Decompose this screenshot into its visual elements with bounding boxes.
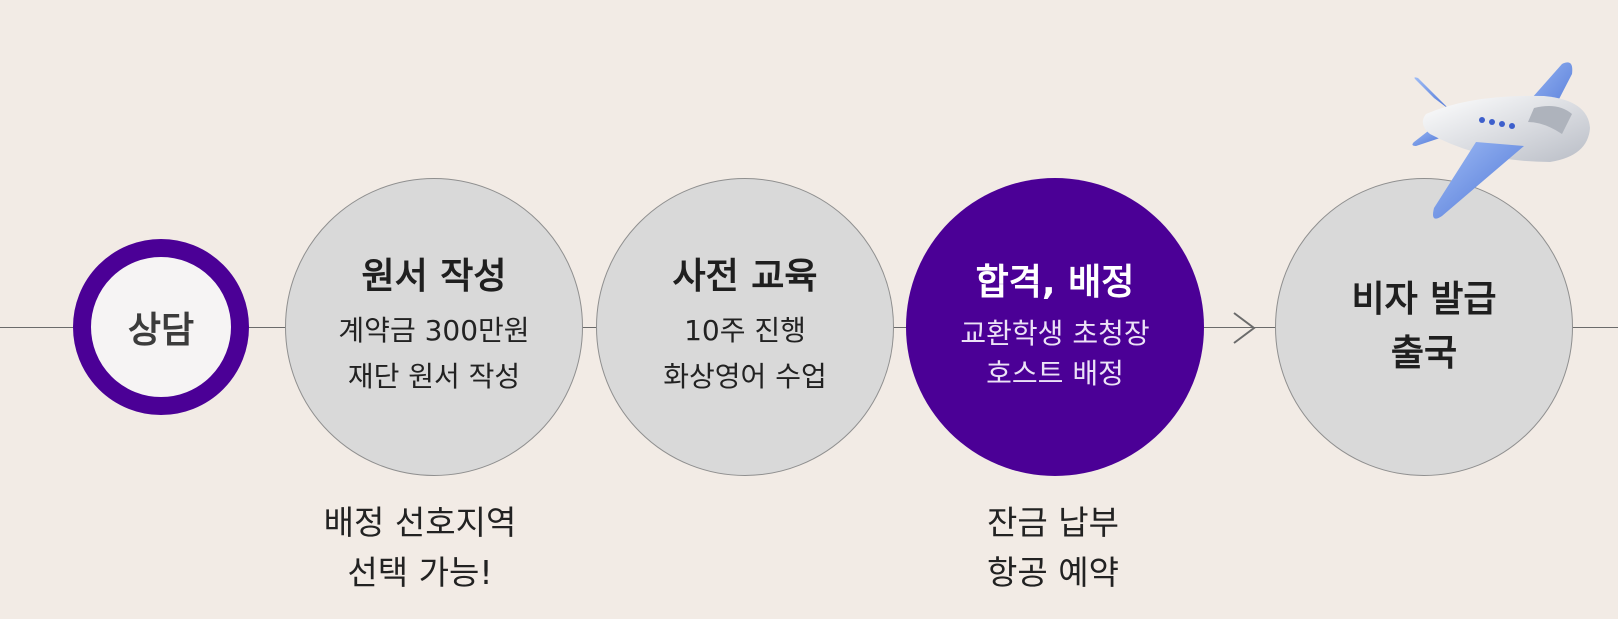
step-title-line: 비자 발급 (1351, 279, 1497, 320)
step-title: 원서 작성 (361, 256, 507, 297)
chevron-right-icon (1233, 312, 1256, 344)
note-line: 선택 가능! (347, 553, 493, 592)
step-title: 합격, 배정 (975, 262, 1135, 303)
note-preferred-region: 배정 선호지역 선택 가능! (270, 498, 570, 598)
note-line: 항공 예약 (987, 553, 1119, 592)
step-visa-departure: 비자 발급 출국 (1275, 178, 1573, 476)
step-desc-line: 10주 진행 (684, 314, 806, 347)
airplane-icon (1412, 62, 1590, 219)
step-pre-education: 사전 교육 10주 진행 화상영어 수업 (596, 178, 894, 476)
step-consultation: 상담 (73, 239, 249, 415)
step-desc-line: 호스트 배정 (986, 357, 1124, 390)
step-desc-line: 재단 원서 작성 (347, 360, 521, 393)
note-payment-flight: 잔금 납부 항공 예약 (903, 498, 1203, 598)
step-desc-line: 교환학생 초청장 (960, 317, 1150, 350)
step-title: 사전 교육 (672, 256, 818, 297)
step-title: 상담 (127, 310, 195, 351)
step-desc-line: 계약금 300만원 (338, 314, 530, 347)
step-desc-line: 화상영어 수업 (663, 360, 827, 393)
step-title-line: 출국 (1390, 333, 1458, 374)
note-line: 배정 선호지역 (323, 503, 517, 542)
note-line: 잔금 납부 (987, 503, 1119, 542)
step-application: 원서 작성 계약금 300만원 재단 원서 작성 (285, 178, 583, 476)
step-acceptance: 합격, 배정 교환학생 초청장 호스트 배정 (906, 178, 1204, 476)
